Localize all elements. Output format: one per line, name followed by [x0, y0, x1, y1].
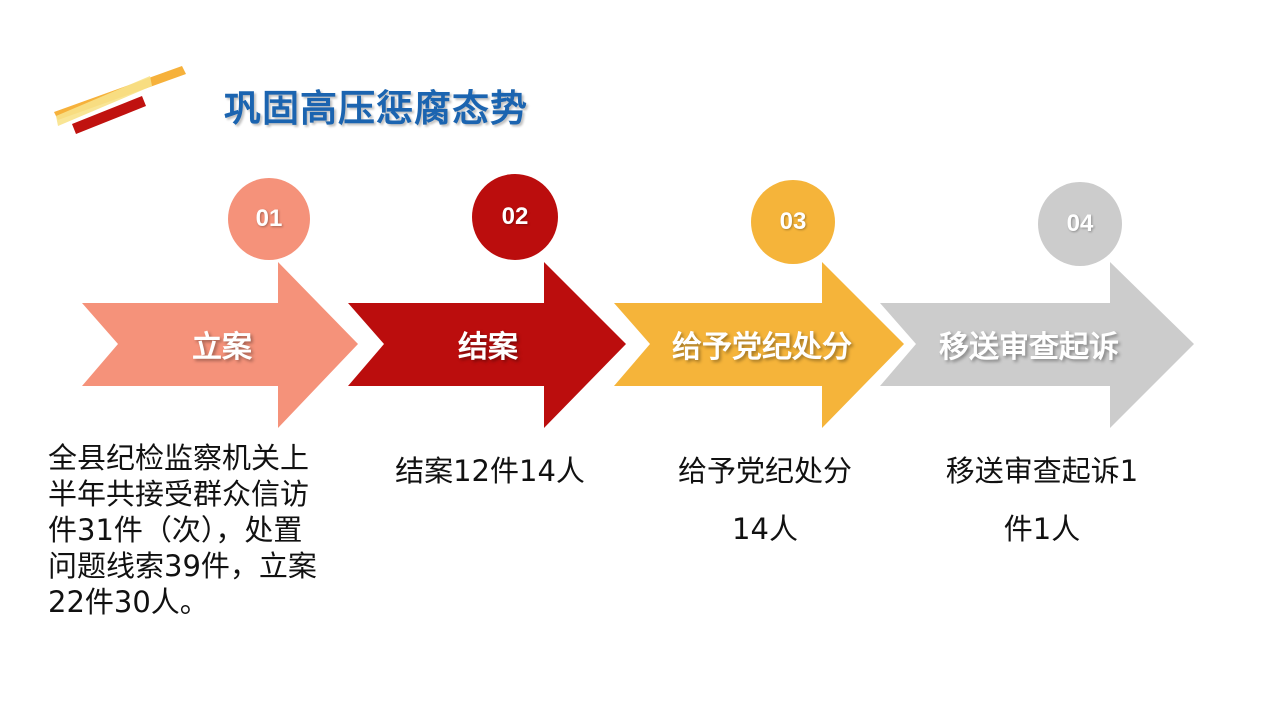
step-2-description: 结案12件14人	[370, 442, 610, 500]
deco-stripe-red	[72, 96, 146, 134]
step-4-number-circle: 04	[1038, 182, 1122, 266]
step-3-label: 给予党纪处分	[672, 330, 852, 365]
step-1-description: 全县纪检监察机关上 半年共接受群众信访 件31件（次），处置 问题线索39件，立…	[48, 440, 348, 620]
desc-line: 移送审查起诉1	[945, 454, 1139, 488]
desc-line: 14人	[732, 512, 798, 546]
step-1-label: 立案	[192, 330, 252, 365]
step-3-description: 给予党纪处分 14人	[640, 442, 890, 558]
arrow-step-2	[348, 262, 626, 428]
desc-line: 给予党纪处分	[677, 454, 852, 488]
step-3-number-circle: 03	[751, 180, 835, 264]
step-4-description: 移送审查起诉1 件1人	[922, 442, 1162, 558]
page-title: 巩固高压惩腐态势	[224, 87, 528, 130]
header-decoration	[54, 66, 186, 134]
arrow-step-3	[614, 262, 904, 428]
step-2-label: 结案	[458, 330, 518, 365]
desc-line: 半年共接受群众信访	[48, 477, 310, 511]
desc-line: 全县纪检监察机关上	[48, 441, 310, 475]
arrow-step-1	[82, 262, 358, 428]
step-4-label: 移送审查起诉	[939, 330, 1119, 365]
desc-line: 件31件（次），处置	[48, 513, 303, 547]
arrow-step-4	[880, 262, 1194, 428]
step-1-number-circle: 01	[228, 178, 310, 260]
step-2-number-circle: 02	[472, 174, 558, 260]
desc-line: 结案12件14人	[395, 454, 585, 488]
deco-stripe-cream	[56, 76, 152, 126]
desc-line: 问题线索39件，立案	[48, 549, 317, 583]
desc-line: 22件30人。	[48, 585, 209, 619]
desc-line: 件1人	[1003, 512, 1081, 546]
